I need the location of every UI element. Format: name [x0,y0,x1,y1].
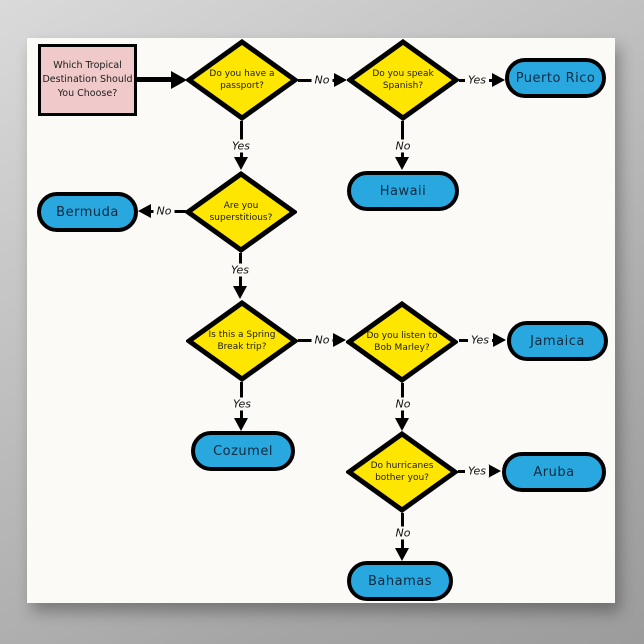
destination-hawaii: Hawaii [347,171,459,211]
edge-label-yes: Yes [464,464,490,478]
decision-hurricanes-label: Do hurricanes bother you? [346,431,458,513]
label-line: Spanish? [382,81,424,91]
arrow-down-icon [395,157,409,170]
arrow-down-icon [233,286,247,299]
diamond-shape-icon [347,39,459,121]
destination-label: Puerto Rico [515,70,596,86]
label-line: Do you listen to [366,330,438,341]
edge-passport-superstitious-line [240,121,243,157]
start-node-line: Destination Should [42,74,133,86]
destination-jamaica: Jamaica [507,321,608,361]
edge-start-passport-line [137,77,173,82]
edge-label-no: No [392,397,414,411]
edge-label-no: No [392,139,414,153]
decision-passport: Do you have a passport? [186,39,298,121]
arrow-right-icon [333,333,346,347]
destination-bahamas: Bahamas [347,561,453,601]
decision-superstitious-label: Are you superstitious? [185,171,297,253]
label-line: bother you? [375,473,429,483]
edge-label-no: No [392,526,414,540]
destination-label: Jamaica [530,333,585,349]
destination-label: Bermuda [56,204,119,220]
edge-label-yes: Yes [227,263,253,277]
destination-label: Aruba [533,464,575,480]
decision-bob-marley-label: Do you listen to Bob Marley? [346,301,458,383]
diamond-shape-icon [186,39,298,121]
diamond-shape-icon [186,300,298,382]
label-line: passport? [220,81,264,91]
edge-label-yes: Yes [229,397,255,411]
arrow-down-icon [234,157,248,170]
arrow-right-icon [171,71,187,89]
label-line: Do hurricanes [370,460,434,471]
edge-label-no: No [153,204,175,218]
start-node-line: Which Tropical [53,60,122,72]
destination-label: Bahamas [368,573,432,589]
arrow-right-icon [492,73,505,87]
arrow-right-icon [334,73,347,87]
arrow-down-icon [234,418,248,431]
arrow-left-icon [138,204,151,218]
destination-label: Cozumel [213,443,273,459]
decision-spanish-label: Do you speak Spanish? [347,39,459,121]
arrow-down-icon [395,418,409,431]
destination-label: Hawaii [379,183,427,199]
edge-label-no: No [311,333,333,347]
decision-bob-marley: Do you listen to Bob Marley? [346,301,458,383]
edge-label-yes: Yes [228,139,254,153]
start-node-line: You Choose? [57,87,118,99]
label-line: superstitious? [209,213,273,223]
label-line: Is this a Spring [208,329,276,340]
label-line: Break trip? [217,342,267,352]
destination-aruba: Aruba [502,452,606,492]
arrow-right-icon [488,464,501,478]
destination-bermuda: Bermuda [37,192,138,232]
label-line: Are you [223,200,259,211]
decision-spring-break-label: Is this a Spring Break trip? [186,300,298,382]
decision-superstitious: Are you superstitious? [185,171,297,253]
decision-hurricanes: Do hurricanes bother you? [346,431,458,513]
label-line: Do you speak [372,68,434,79]
destination-cozumel: Cozumel [191,431,295,471]
flowchart-poster [27,38,615,603]
destination-puerto-rico: Puerto Rico [505,58,606,98]
decision-spanish: Do you speak Spanish? [347,39,459,121]
diamond-shape-icon [185,171,297,253]
diamond-shape-icon [346,301,458,383]
edge-label-yes: Yes [467,333,493,347]
arrow-down-icon [395,548,409,561]
edge-label-no: No [311,73,333,87]
decision-spring-break: Is this a Spring Break trip? [186,300,298,382]
diamond-shape-icon [346,431,458,513]
arrow-right-icon [493,333,506,347]
edge-spanish-hawaii-line [401,121,404,157]
label-line: Bob Marley? [374,343,430,353]
edge-label-yes: Yes [464,73,490,87]
decision-passport-label: Do you have a passport? [186,39,298,121]
start-node: Which Tropical Destination Should You Ch… [38,44,137,116]
label-line: Do you have a [209,68,275,79]
